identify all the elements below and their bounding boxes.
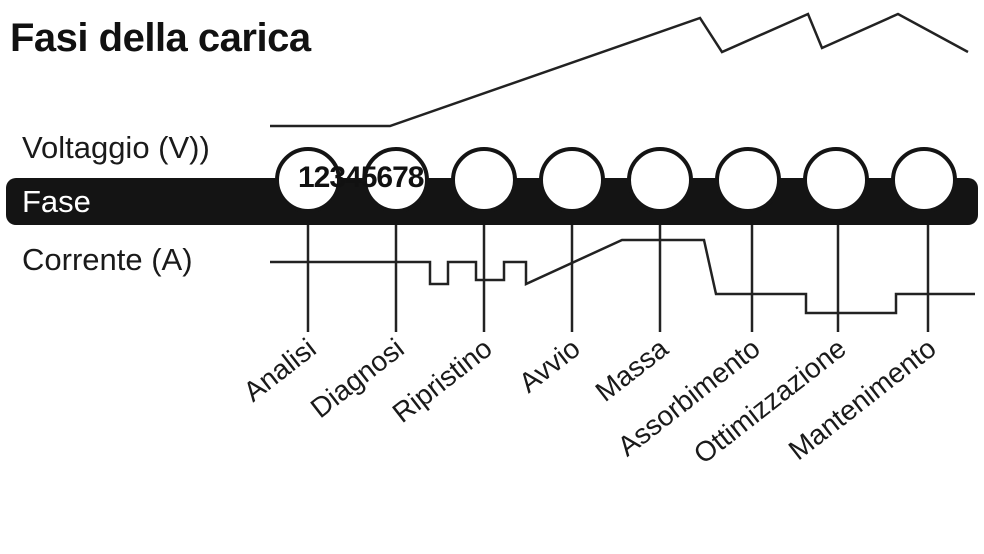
phase-label: Fase	[22, 184, 91, 219]
voltage-label: Voltaggio (V))	[22, 130, 210, 165]
stage-name-4: Avvio	[513, 332, 586, 398]
stage-name-5: Massa	[590, 332, 674, 407]
current-label: Corrente (A)	[22, 242, 193, 277]
page-title: Fasi della carica	[10, 16, 311, 60]
stage-circle-4	[539, 147, 605, 213]
phase-numbers: 12345678	[298, 161, 424, 194]
current-curve	[270, 238, 975, 315]
stage-circle-6	[715, 147, 781, 213]
stage-circle-7	[803, 147, 869, 213]
stage-circle-2	[363, 147, 429, 213]
stage-circles	[275, 147, 957, 213]
stage-name-7: Ottimizzazione	[688, 332, 852, 469]
stage-circle-8	[891, 147, 957, 213]
voltage-curve	[270, 12, 969, 128]
stage-circle-5	[627, 147, 693, 213]
stage-circle-3	[451, 147, 517, 213]
stage-name-3: Ripristino	[387, 332, 498, 428]
stage-circle-1	[275, 147, 341, 213]
